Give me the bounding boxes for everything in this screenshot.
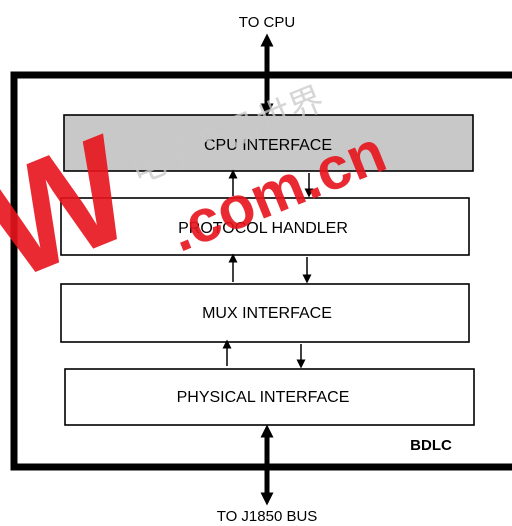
mux-interface-label: MUX INTERFACE — [202, 305, 332, 322]
bdlc-label: BDLC — [410, 437, 452, 454]
cpu-interface-label: CPU INTERFACE — [204, 137, 332, 154]
protocol-handler-label: PROTOCOL HANDLER — [178, 220, 348, 237]
mux-interface-block — [60, 283, 470, 343]
protocol-handler-block — [60, 197, 470, 256]
to-j1850-bus-label: TO J1850 BUS — [217, 508, 318, 525]
cpu-interface-block — [63, 114, 474, 172]
physical-interface-block — [64, 368, 475, 426]
to-cpu-label: TO CPU — [239, 14, 295, 31]
physical-interface-label: PHYSICAL INTERFACE — [177, 389, 350, 406]
